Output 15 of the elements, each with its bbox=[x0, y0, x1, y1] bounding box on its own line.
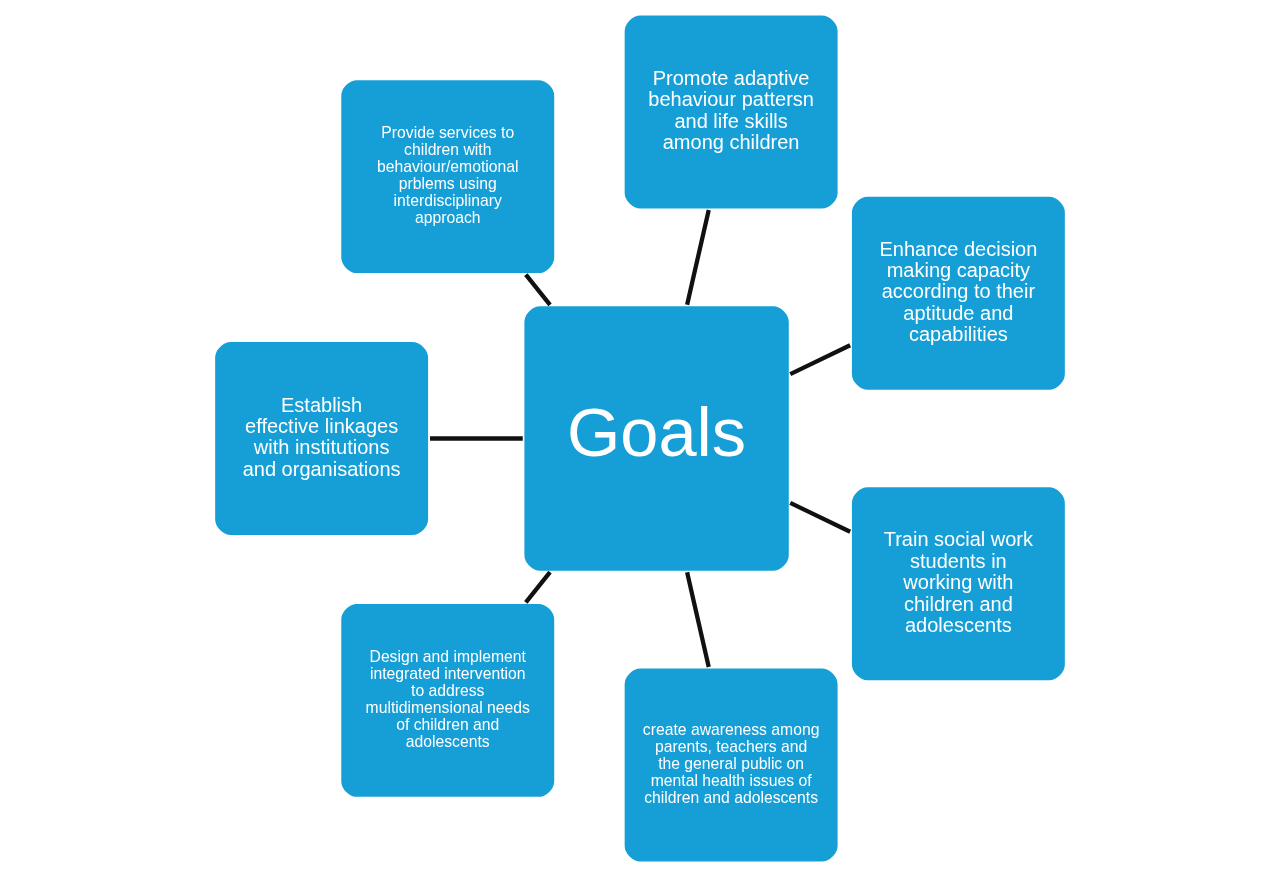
connector bbox=[524, 273, 552, 307]
connector bbox=[524, 570, 552, 604]
node-box: Train social work students in working with children and adolescents bbox=[849, 484, 1068, 684]
node-box: create awareness among parents, teachers and the general public on mental health issues of children and adolescents bbox=[621, 665, 841, 865]
connector bbox=[789, 343, 852, 377]
connector bbox=[789, 500, 852, 534]
node-box: Enhance decision making capacity according to their aptitude and capabilities bbox=[849, 193, 1068, 393]
node-box: Goals bbox=[521, 303, 792, 574]
node-box: Design and implement integrated intervention to address multidimensional needs of children and adolescents bbox=[338, 601, 558, 800]
connector bbox=[685, 209, 711, 306]
node-box: Provide services to children with behaviour/emotional prblems using interdisciplinary approach bbox=[338, 77, 558, 276]
connector bbox=[430, 436, 523, 441]
node-box: Promote adaptive behaviour pattersn and life skills among children bbox=[621, 12, 841, 212]
connector bbox=[685, 571, 711, 668]
node-box: Establish effective linkages with institutions and organisations bbox=[212, 339, 431, 538]
